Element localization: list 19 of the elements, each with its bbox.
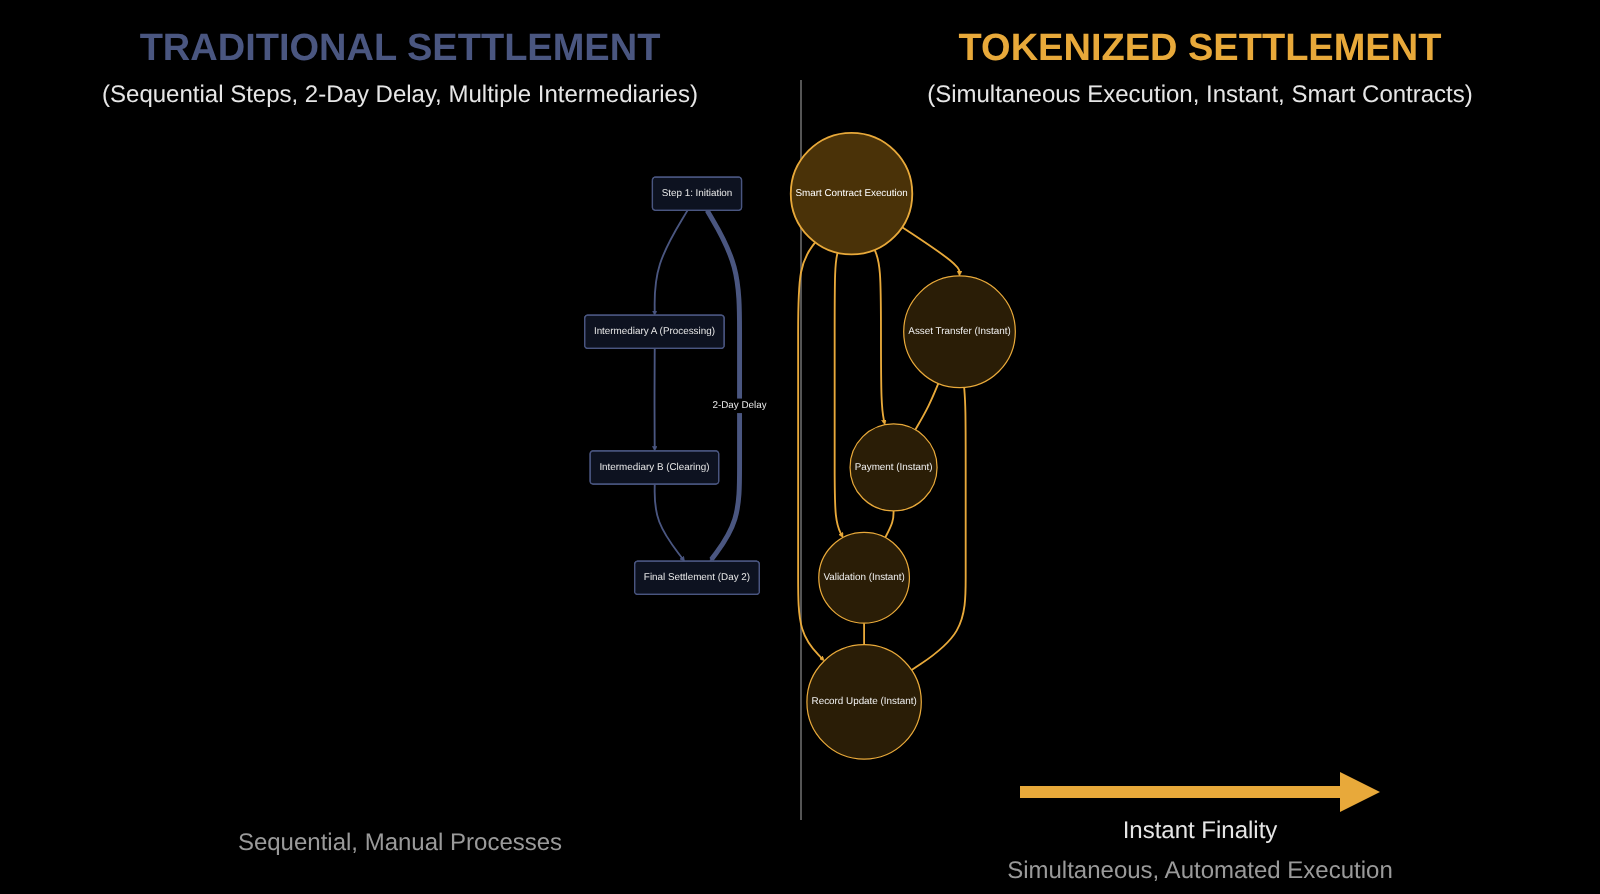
finality-label: Instant Finality (1122, 816, 1278, 844)
arrow (873, 248, 887, 426)
arrow (797, 241, 825, 662)
arrow (653, 483, 685, 562)
arrow (652, 209, 689, 316)
section-subtitle: (Sequential Steps, 2-Day Delay, Multiple Intermediaries) (102, 80, 698, 108)
footer-note: Simultaneous, Automated Execution (1007, 856, 1393, 884)
arrow (652, 347, 658, 452)
connector (863, 622, 866, 646)
connector (910, 386, 967, 671)
section-subtitle: (Simultaneous Execution, Instant, Smart Contracts) (927, 80, 1473, 108)
connector (884, 510, 895, 539)
section-heading: TOKENIZED SETTLEMENT (958, 28, 1442, 72)
footer-note: Sequential, Manual Processes (237, 828, 563, 856)
arrow (833, 251, 844, 538)
arrow (705, 209, 743, 562)
connector (914, 382, 940, 431)
section-heading: TRADITIONAL SETTLEMENT (139, 28, 661, 72)
arrow (901, 226, 963, 277)
